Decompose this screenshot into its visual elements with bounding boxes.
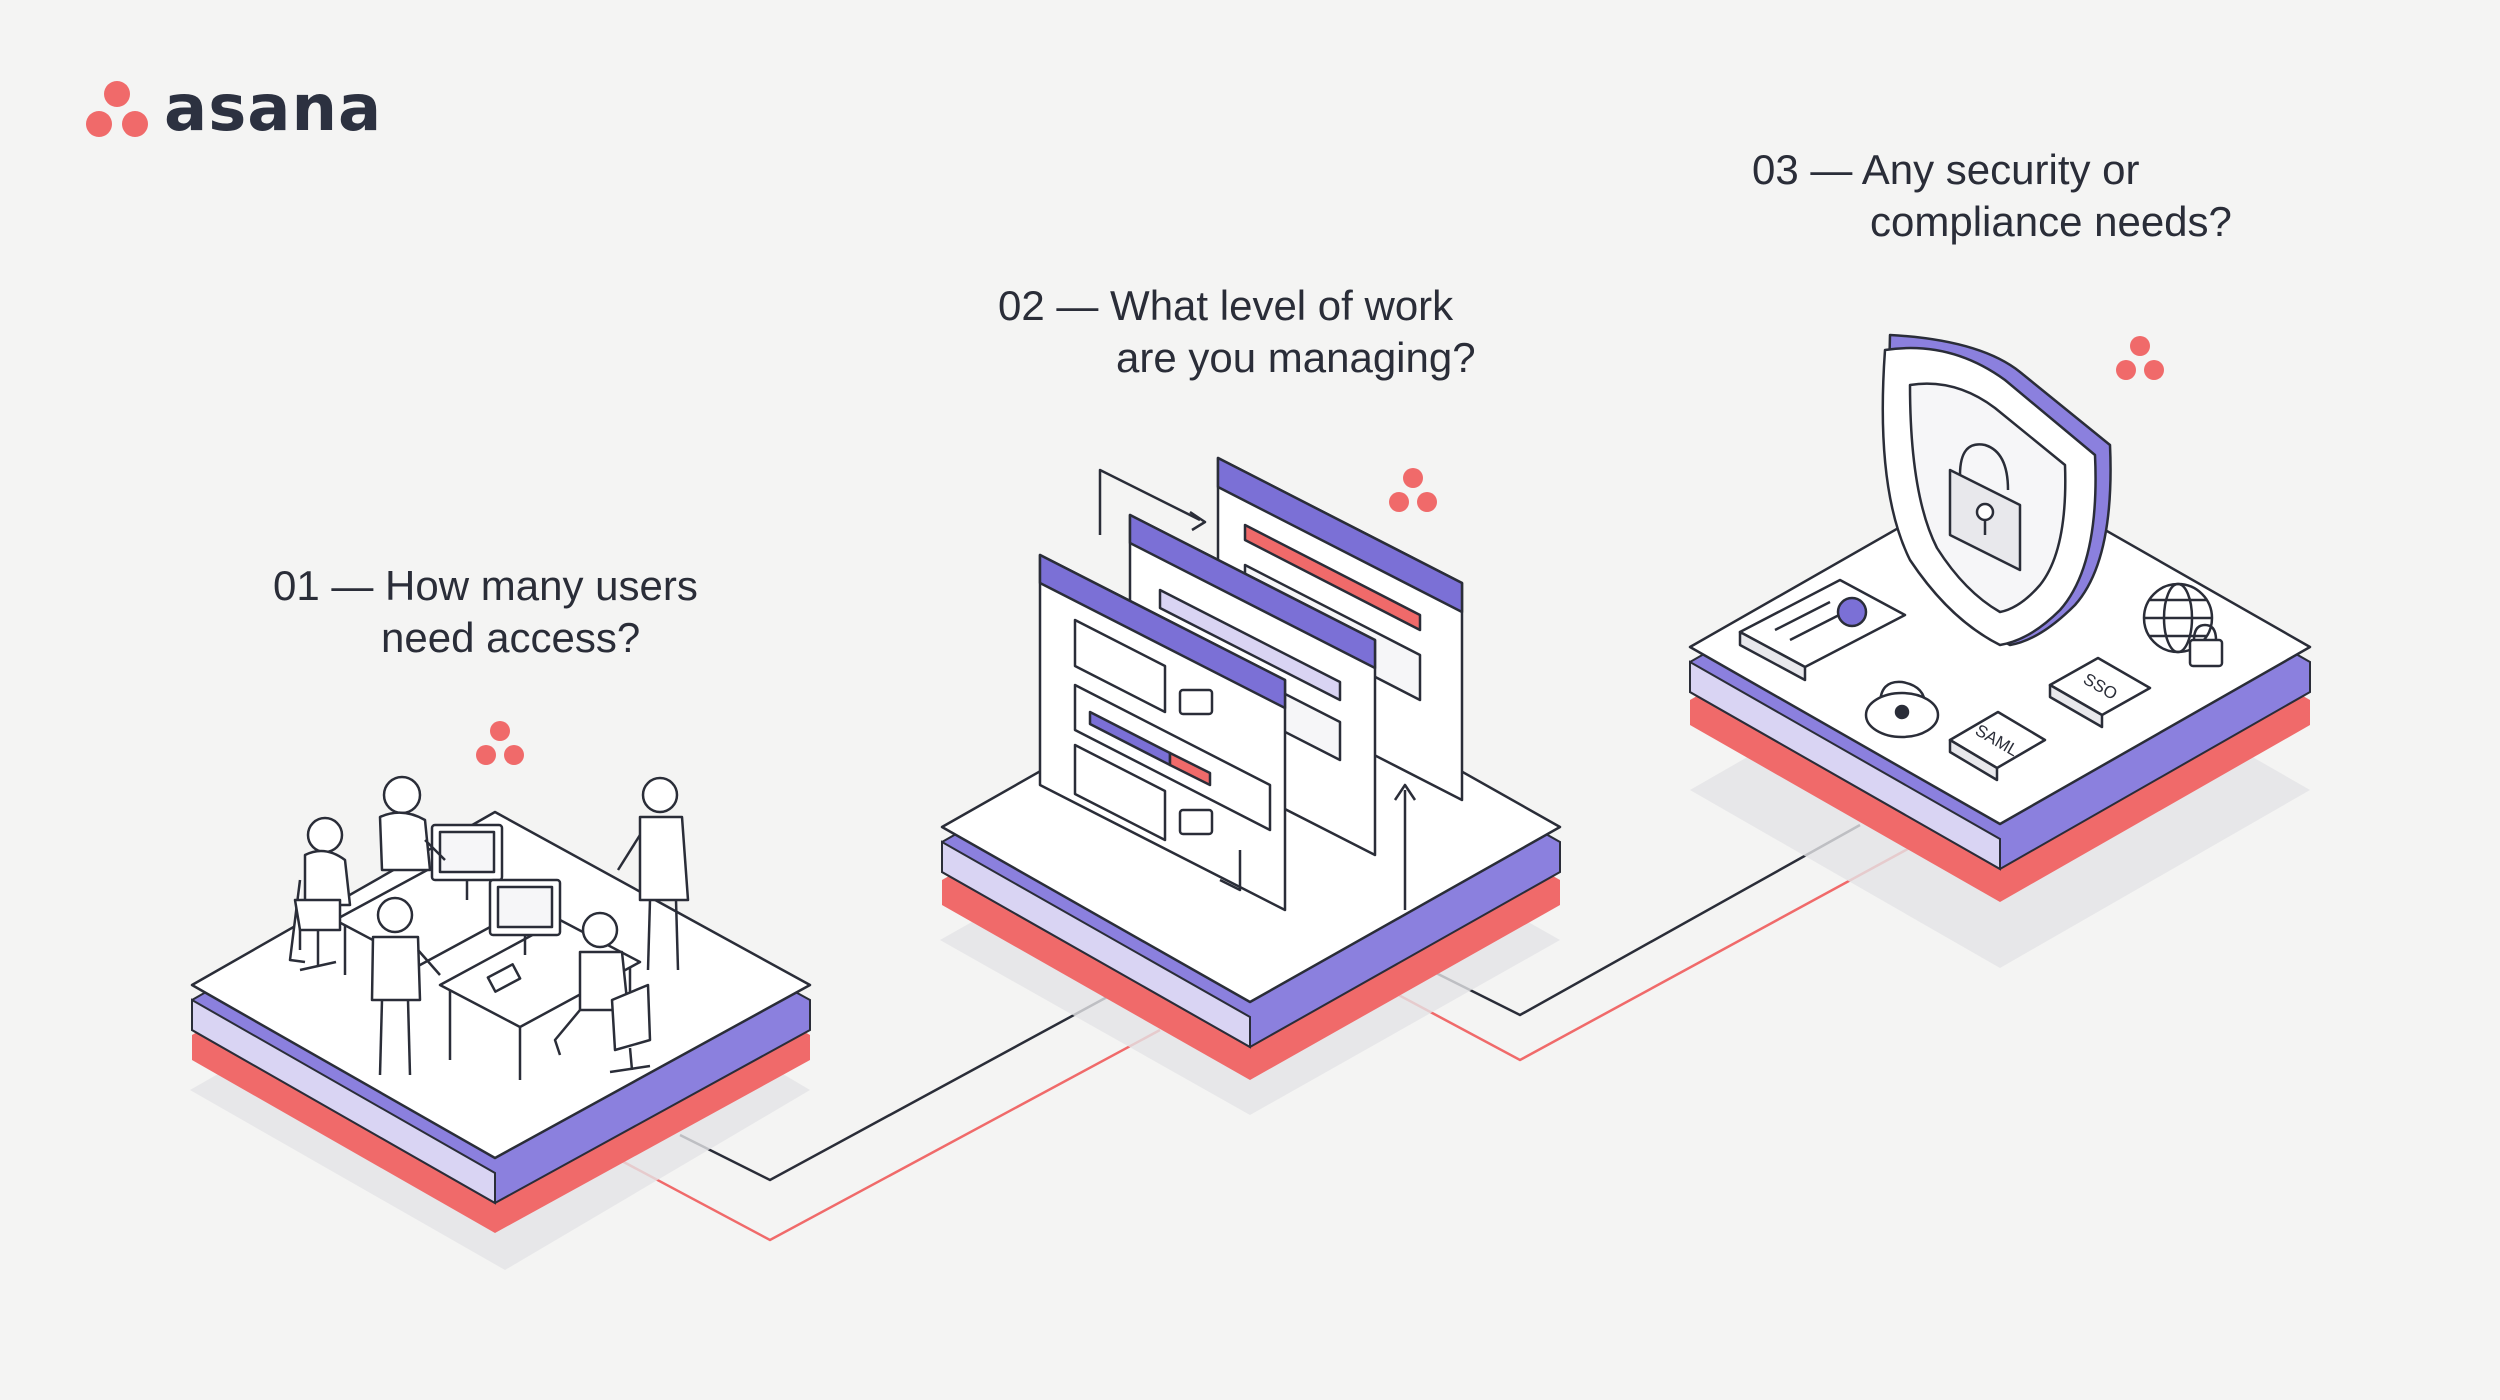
step-2-caption: 02 — What level of work are you managing… xyxy=(998,280,1476,384)
step-3-caption: 03 — Any security or compliance needs? xyxy=(1752,144,2232,248)
step-1-caption: 01 — How many users need access? xyxy=(273,560,698,664)
step-1-line-2: need access? xyxy=(381,614,641,661)
security-shield-icon xyxy=(1738,333,2224,782)
team-office-icon xyxy=(288,775,690,1080)
step-1-line-1: 01 — How many users xyxy=(273,562,698,609)
step-2-line-2: are you managing? xyxy=(1116,334,1476,381)
connector-1-2 xyxy=(619,988,1161,1242)
platform-2 xyxy=(940,456,1562,1115)
platform-3: SAML SSO xyxy=(1688,333,2312,968)
asana-wordmark: asana xyxy=(164,72,383,146)
asana-logo: asana xyxy=(82,74,382,144)
step-3-line-1: 03 — Any security or xyxy=(1752,146,2140,193)
step-3-line-2: compliance needs? xyxy=(1870,198,2232,245)
workflow-screens-icon xyxy=(1038,456,1464,912)
step-2-line-1: 02 — What level of work xyxy=(998,282,1454,329)
platform-1 xyxy=(190,721,812,1270)
asana-logo-mark-icon xyxy=(86,81,148,137)
